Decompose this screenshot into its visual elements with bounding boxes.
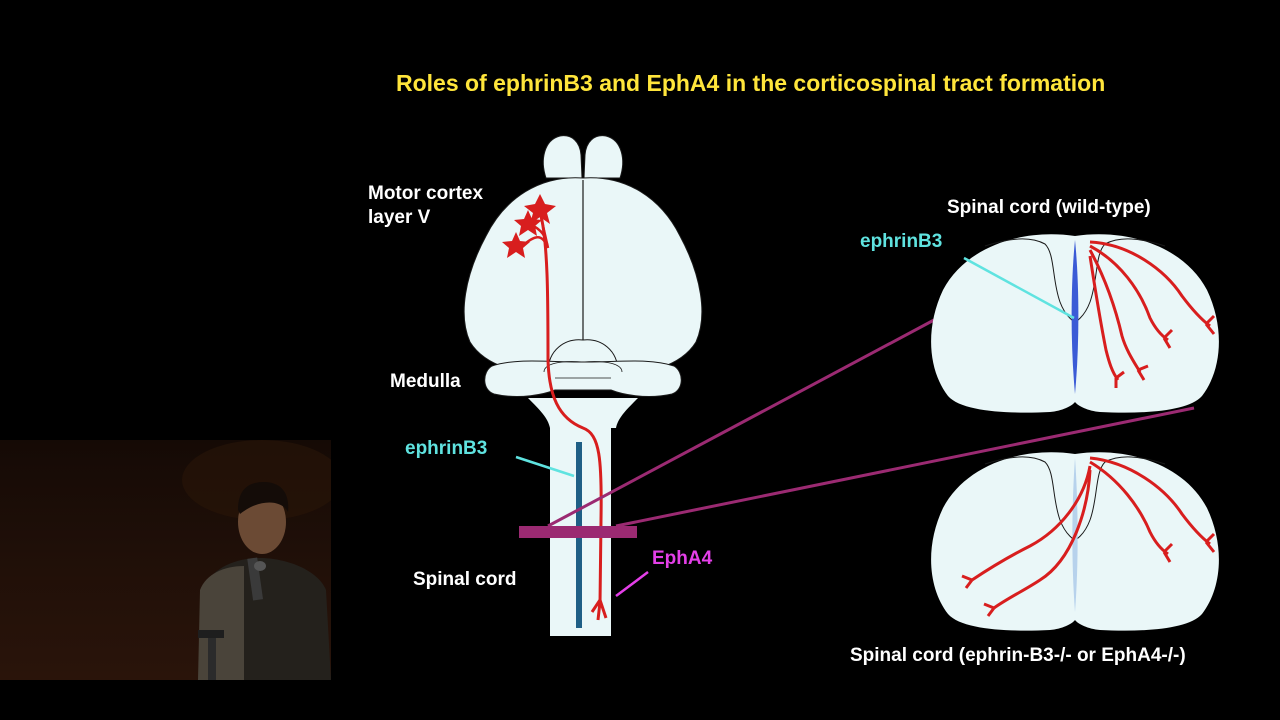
mutant-title: Spinal cord (ephrin-B3-/- or EphA4-/-) [850,645,1186,666]
medulla-label: Medulla [390,371,461,392]
mutant-axons [971,456,1211,610]
speaker-figure [182,440,331,680]
epha4-label: EphA4 [652,548,713,569]
wt-axons [1088,240,1211,381]
pyramidal-neuron-1 [524,194,556,224]
section-plane-bar [519,526,637,538]
slide-title: Roles of ephrinB3 and EphA4 in the corti… [396,70,1106,96]
spinal-cord-label: Spinal cord [413,569,517,590]
brainstem-neck [528,398,638,428]
wt-axon-terminals [1114,314,1216,388]
pyramidal-neuron-3 [502,232,530,258]
epha4-pointer [615,571,649,597]
cerebellum-outline [547,339,619,373]
olfactory-bulb-left [542,135,583,179]
medulla-shape [484,360,682,397]
axon-terminal [590,599,608,621]
wild-type-title: Spinal cord (wild-type) [947,197,1151,218]
motor-cortex-label-line2: layer V [368,207,431,228]
wt-ephrinb3-midline [1071,240,1079,394]
ephrinb3-right-pointer [963,256,1075,320]
ephrinb3-left-pointer [515,455,575,478]
ephrinb3-left-label: ephrinB3 [405,438,488,459]
corticospinal-axon [538,211,603,605]
projection-line-bottom [615,406,1195,528]
motor-cortex-label: Motor cortex layer V [368,182,483,230]
speaker-video-inset [0,440,331,680]
olfactory-bulb-right [583,135,624,179]
mutant-axon-terminals [961,532,1216,617]
motor-cortex-label-line1: Motor cortex [368,183,484,204]
ephrinb3-right-label: ephrinB3 [860,231,943,252]
projection-line-top [547,318,935,528]
pyramidal-neuron-2 [514,210,542,236]
